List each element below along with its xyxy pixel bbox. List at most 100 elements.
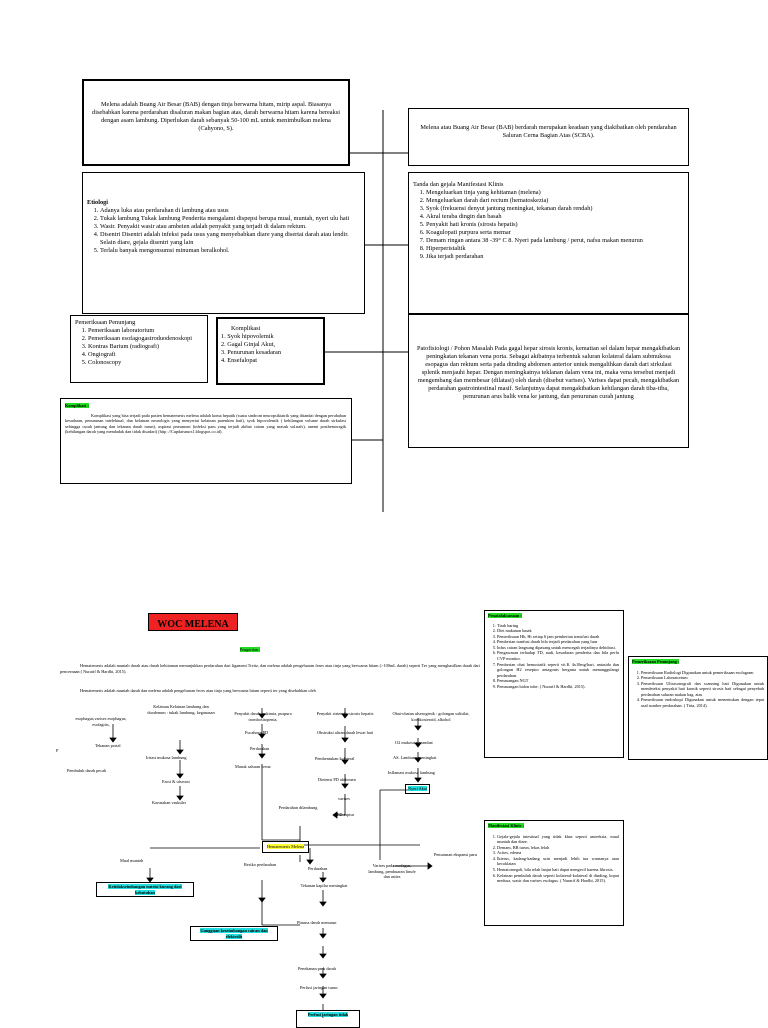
komplikasi-item: 4. Ensefalopat — [221, 357, 258, 365]
definition-box: Melena adalah Buang Air Besar (BAB) deng… — [82, 79, 350, 166]
komplikasi-box: Komplikasi 1. Syok hipovolemik 2. Gagal … — [216, 317, 325, 385]
etiologi-item: Terlalu banyak mengonsumsi minuman beral… — [100, 247, 358, 255]
penatalaksanaan-item: Pemasangan balon tube. ( Nurarif & Hardh… — [497, 684, 619, 690]
node-obat: Obat-obatan ulserogenik : golongan salis… — [392, 711, 470, 722]
etiologi-box: Etiologi Adanya luka atau perdarahan di … — [82, 172, 365, 314]
node-erosi: Erosi & ulserasi — [162, 779, 190, 784]
penatalaksanaan-item: Infus cairan langsung dipasang untuk men… — [497, 645, 619, 651]
node-as: AS. Lambung meningkat — [393, 755, 437, 760]
node-mual: Mual muntah — [120, 858, 144, 863]
tanda-item: Demam ringan antara 38 -39° C 8. Nyeri p… — [426, 237, 682, 245]
tanda-item: Koagulopati purpura serta memar — [426, 229, 682, 237]
node-resiko-text: Resiko perdarahan — [243, 862, 277, 867]
komplikasi-item: 3. Penurunan kesadaran — [221, 349, 281, 357]
manifestasi-title: Manifestasi Klinis : — [488, 823, 524, 828]
woc-penunjang-box: Pemeriksaan Penunjang : Pemeriksaan Radi… — [628, 656, 768, 760]
node-leukimia: Penyakit darah leukimia, purpura trombos… — [234, 711, 292, 722]
penunjang-item: Pemeriksaan esofagogastroduodenoskopi — [88, 335, 205, 343]
node-gangguan: Gangguan keseimbangan cairan dan elektro… — [190, 926, 278, 942]
manifestasi-box: Manifestasi Klinis : Gejala-gejala intes… — [484, 820, 624, 926]
pengertian-label: Pengertian : — [239, 647, 261, 652]
woc-para1: Hematemesis adalah muntah darah atau dar… — [60, 663, 480, 674]
penatalaksanaan-item: Pemberian tranfusi darah bila terjadi pe… — [497, 639, 619, 645]
penunjang-item: Pemeriksaan laboratorium — [88, 327, 205, 335]
penatalaksanaan-item: Diet makanan lunak — [497, 628, 619, 634]
node-nyeri: Nyeri Akut — [405, 784, 431, 794]
node-perdarahan1: Perdarahan — [250, 746, 270, 751]
penatalaksanaan-box: Penatalaksanaan : Tirah baring Diet maka… — [484, 610, 624, 758]
etiologi-item: Adanya luka atau perdarahan di lambung a… — [100, 207, 358, 215]
tanda-box: Tanda dan gejala Manifestasi Klinis Meng… — [408, 172, 689, 314]
node-perfusi-turun: Perfusi jaringan turun — [300, 985, 338, 990]
tanda-item: Jika terjadi perdarahan — [426, 253, 682, 261]
node-gangguan-text: Gangguan keseimbangan cairan dan elektro… — [200, 928, 268, 939]
node-hematemesis: Hematemesis Melena — [262, 841, 310, 853]
node-karusakan: Karusakan vaskuler — [152, 800, 187, 805]
etiologi-item: Tukak lambung Tukak lambung Penderita me… — [100, 215, 358, 223]
penunjang-item: Kontras Barium (radiografi) — [88, 343, 205, 351]
node-p: P — [56, 748, 59, 753]
woc-para2: Hematemesis adalah muntah darah dan mele… — [80, 688, 316, 693]
etiologi-title: Etiologi — [87, 199, 108, 206]
node-pd-ruptur: PD ruptur — [337, 812, 355, 817]
node-varises-pada: Varises pada esofagus, lambung, pembuara… — [368, 863, 416, 880]
node-perdarahan-dilambung: Perdarahan dilambung — [278, 805, 318, 810]
tanda-title: Tanda dan gejala Manifestasi Klinis — [413, 181, 504, 188]
komplikasi-item: 2. Gagal Ginjal Akut, — [221, 341, 276, 349]
node-esophagus: esophagus,varises esophagus, esofagitis, — [75, 716, 127, 727]
penunjang-item: Colonoscopy — [88, 359, 205, 367]
node-perfusi-box-text: Perfusi jaringan tidak — [307, 1012, 349, 1017]
etiologi-item: Disentri Disentri adalah infeksi pada us… — [100, 231, 358, 247]
woc-penunjang-item: Pemeriksaan endoskopi Digunakan untuk me… — [641, 697, 764, 708]
node-resiko: Resiko perdarahan — [240, 862, 280, 868]
definition-text: Melena adalah Buang Air Besar (BAB) deng… — [92, 101, 340, 133]
node-obstruksi: Obstruksi aliran darah lewat hati — [316, 730, 374, 735]
penunjang-item: Ongiografi — [88, 351, 205, 359]
manifestasi-item: Hematomegali, bila telah lanjut hati dap… — [497, 867, 619, 873]
node-fucahnya: Fucahnya PD — [245, 730, 269, 735]
komplikasi2-box: Komplikasi : Komplikasi yang bisa terjad… — [60, 398, 352, 484]
node-pembentukan: Pembentukan kolateral — [315, 756, 355, 761]
penunjang-title: Pemeriksaan Penunjang — [75, 319, 136, 326]
node-iritasi: Iritasi mukosa lambung — [146, 755, 187, 760]
penunjang-box: Pemeriksaan Penunjang Pemeriksaan labora… — [70, 315, 208, 383]
node-ketidak-text: Ketidakseimbangan nutrisi kurang dari ke… — [108, 884, 182, 895]
node-tekanan-kapiler: Tekanan kapilar meningkat — [300, 883, 348, 888]
manifestasi-item: Acites, edema — [497, 850, 619, 856]
definition-right-box: Melena atau Buang Air Besar (BAB) berdar… — [408, 108, 689, 166]
manifestasi-item: Demam, BB turun, lekas lelah — [497, 845, 619, 851]
node-perfusi-box: Perfusi jaringan tidak — [296, 1010, 360, 1028]
node-tekanan-portal: Tekanan portal — [95, 743, 121, 748]
penatalaksanaan-item: Pemasangan NGT — [497, 678, 619, 684]
komplikasi-title: Komplikasi — [231, 325, 261, 332]
komplikasi2-title: Komplikasi : — [65, 403, 89, 408]
definition-right-text: Melena atau Buang Air Besar (BAB) berdar… — [420, 124, 677, 140]
node-dietensi: Dietensi PD abdomen — [318, 777, 356, 782]
node-pembuluh: Pembuluh darah pecah — [67, 768, 107, 773]
tanda-item: Akral teraba dingin dan basah — [426, 213, 682, 221]
tanda-item: Mengeluarkan tinja yang kehitaman (melen… — [426, 189, 682, 197]
pengertian-label-wrap: Pengertian : — [230, 647, 270, 653]
node-penekanan: Penekanan pmb darah — [298, 966, 336, 971]
manifestasi-item: Gejala-gejala intestinal yang tidak khas… — [497, 834, 619, 845]
node-nyeri-text: Nyeri Akut — [408, 786, 428, 791]
woc-penunjang-title: Pemeriksaan Penunjang : — [632, 659, 680, 664]
node-sistemik: Penyakit sistemik, sirosis hepatis — [316, 711, 374, 716]
manifestasi-item: Kelainan pembuluh darah seperti kolatera… — [497, 873, 619, 884]
patofisiologi-box: Patofisiologi / Pohon Masalah Pada gagal… — [408, 314, 689, 448]
node-penurunan-ekspansi: Penurunan ekspansi paru — [434, 852, 477, 857]
penatalaksanaan-item: Pemeriksaan Hb, Ht setiap 6 jam pemberia… — [497, 634, 619, 640]
node-ketidak: Ketidakseimbangan nutrisi kurang dari ke… — [96, 882, 194, 898]
node-perdarahan2: Perdarahan — [308, 866, 328, 871]
node-inflamasi: Inflamasi mukosa lambung — [388, 770, 435, 775]
penatalaksanaan-item: Tirah baring — [497, 623, 619, 629]
penatalaksanaan-item: Pemberian obat hemostatik seperti vit.K … — [497, 662, 619, 679]
komplikasi-item: 1. Syok hipovolemik — [221, 333, 274, 341]
node-plasma: Plasma darah menurun — [297, 920, 337, 925]
penatalaksanaan-title: Penatalaksanaan : — [488, 613, 522, 618]
woc-title: WOC MELENA — [157, 619, 229, 630]
komplikasi2-text: Komplikasi yang bisa terjadi pada pasien… — [65, 412, 346, 435]
woc-penunjang-item: Pemeriksaan Radiologi Digunakan untuk pe… — [641, 670, 764, 676]
patofisiologi-text: Patofisiologi / Pohon Masalah Pada gagal… — [417, 345, 681, 401]
